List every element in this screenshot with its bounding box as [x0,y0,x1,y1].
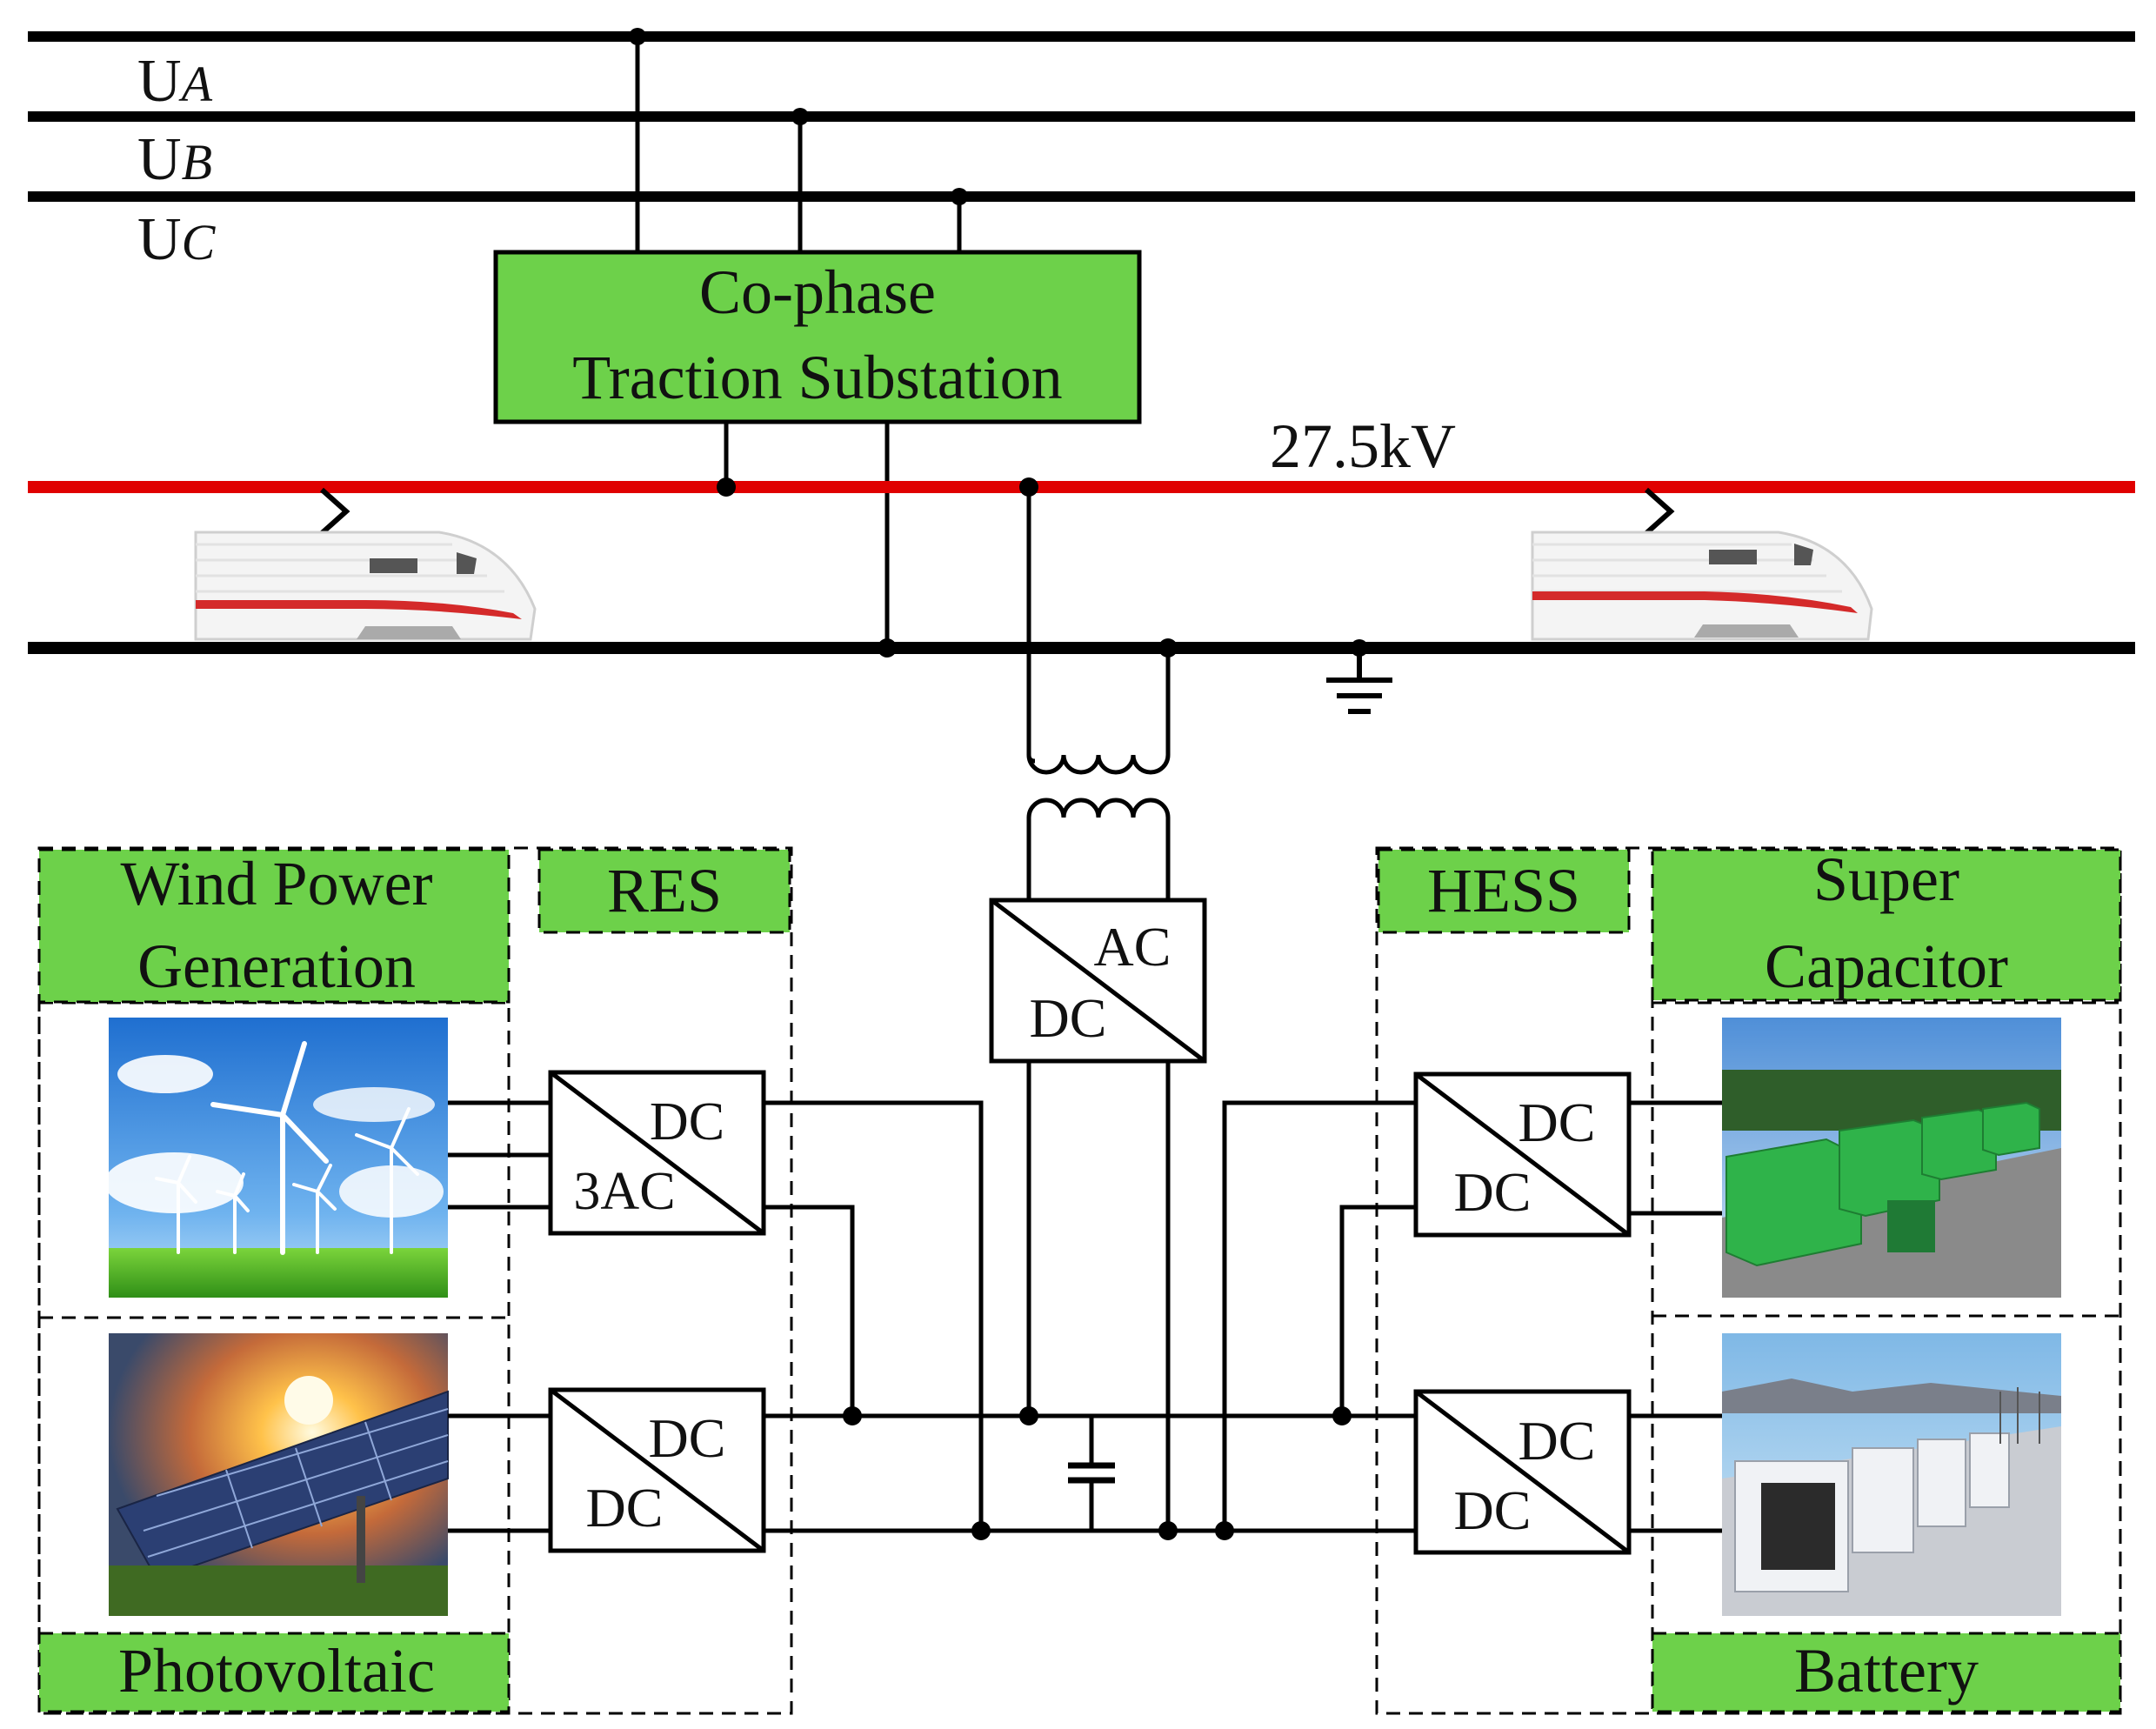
phase-tap-nodes [629,28,968,205]
voltage-label: 27.5kV [1270,411,1456,481]
ground-icon [1326,648,1392,714]
three-phase-bus [28,31,2135,202]
phase-labels: UA UB UC [137,48,217,273]
hess-dashed-boxes [1375,846,2122,1715]
wind-conv-bottom: 3AC [573,1162,675,1221]
sc-label-line1: Super [1813,844,1959,914]
wind-conv-top: DC [650,1092,724,1152]
hess-title-text: HESS [1427,856,1580,925]
co-phase-substation: Co-phase Traction Substation [493,250,1142,424]
bat-conv-top: DC [1519,1410,1596,1472]
center-ac-dc-converter: AC DC [989,898,1207,1064]
super-capacitor-image [1722,1018,2061,1298]
bus-nodes [717,477,1178,658]
bat-conv-wires [1225,1413,1722,1533]
pv-conv-top: DC [649,1407,726,1469]
sc-conv-top: DC [1519,1091,1596,1153]
bat-conv-bottom: DC [1454,1479,1532,1541]
battery-label: Battery [1651,1632,2122,1713]
sc-label-line2: Capacitor [1765,931,2008,1001]
photovoltaic-label-text: Photovoltaic [118,1636,435,1706]
battery-storage-image [1722,1333,2061,1616]
direction-arrows [320,487,1675,536]
sc-dc-dc-converter: DC DC [1413,1071,1632,1238]
sc-conv-bottom: DC [1454,1161,1532,1223]
wind-label-line2: Generation [137,931,416,1001]
substation-label-line2: Traction Substation [572,343,1062,412]
train-left [194,531,537,641]
center-dc-leads [1026,1061,1171,1531]
sc-conv-wires [1222,1100,1722,1531]
direction-arrow-left [320,487,350,536]
phase-taps [635,37,962,252]
phase-a-label: UA [137,48,213,115]
phase-c-label: UC [137,206,217,273]
transformer-icon [1026,487,1171,900]
res-title-text: RES [607,856,722,925]
super-capacitor-label: Super Capacitor [1651,844,2122,1002]
wind-conv-wires [448,1100,984,1531]
center-conv-top: AC [1094,916,1171,978]
pv-dc-dc-converter: DC DC [548,1387,766,1553]
phase-b-label: UB [137,126,212,193]
pv-conv-bottom: DC [586,1477,664,1539]
wind-label-line1: Wind Power [120,849,432,918]
wind-label: Wind Power Generation [37,848,511,1004]
wind-turbine-image [104,1018,448,1298]
train-right [1531,531,1873,641]
direction-arrow-right [1645,487,1675,536]
center-conv-bottom: DC [1030,987,1107,1049]
photovoltaic-image [109,1333,449,1616]
battery-dc-dc-converter: DC DC [1413,1389,1632,1555]
pv-conv-wires [448,1413,981,1533]
substation-feeders [724,422,890,648]
dc-bus-nodes [843,1406,1352,1540]
battery-label-text: Battery [1794,1636,1979,1706]
wind-dc-3ac-converter: DC 3AC [548,1070,766,1236]
photovoltaic-label: Photovoltaic [37,1632,511,1713]
hess-title: HESS [1377,848,1631,934]
substation-label-line1: Co-phase [699,257,936,327]
res-dashed-boxes [37,846,793,1715]
res-title: RES [537,848,791,934]
